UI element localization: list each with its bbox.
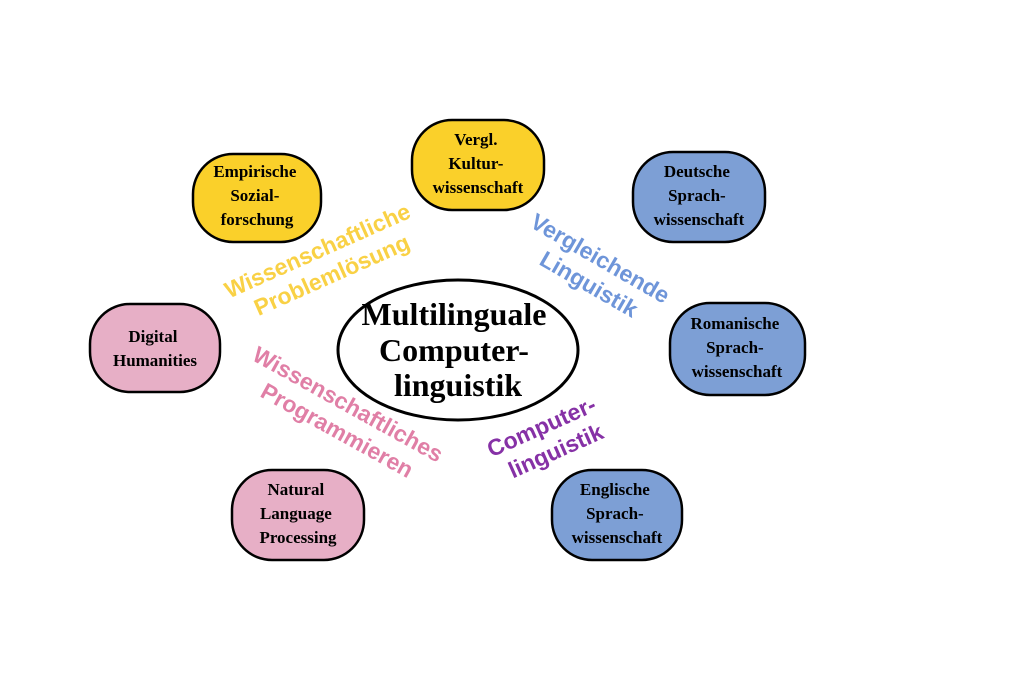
node-line: Kultur- [448, 154, 503, 173]
node-natural-language-processing: Natural Language Processing [230, 468, 366, 562]
node-shape [668, 301, 807, 397]
center-line-1: Multilinguale [362, 296, 547, 332]
node-line: wissenschaft [572, 528, 663, 547]
node-label: Digital Humanities [113, 327, 197, 370]
node-line: wissenschaft [433, 178, 524, 197]
node-line: Deutsche [664, 162, 731, 181]
node-label: Deutsche Sprach- wissenschaft [654, 162, 745, 229]
node-line: wissenschaft [654, 210, 745, 229]
node-line: Natural [268, 480, 325, 499]
node-vergl-kulturwissenschaft: Vergl. Kultur- wissenschaft [410, 118, 546, 212]
node-label: Romanische Sprach- wissenschaft [690, 314, 783, 381]
node-line: Language [260, 504, 332, 523]
node-digital-humanities: Digital Humanities [88, 302, 222, 394]
node-line: Sprach- [706, 338, 764, 357]
node-label: Englische Sprach- wissenschaft [572, 480, 663, 547]
node-line: Sprach- [586, 504, 644, 523]
center-line-2: Computer- [379, 332, 529, 368]
node-line: Humanities [113, 351, 197, 370]
center-line-3: linguistik [394, 367, 522, 403]
node-label: Empirische Sozial- forschung [213, 162, 300, 229]
center-label: Multilinguale Computer- linguistik [362, 296, 555, 403]
node-line: Sozial- [230, 186, 279, 205]
node-shape [550, 468, 684, 562]
node-line: Romanische [690, 314, 779, 333]
node-line: Processing [259, 528, 337, 547]
node-line: Vergl. [454, 130, 497, 149]
node-shape [410, 118, 546, 212]
node-englische-sprachwissenschaft: Englische Sprach- wissenschaft [550, 468, 684, 562]
node-line: Digital [128, 327, 177, 346]
center-ellipse [336, 278, 580, 422]
node-shape [191, 152, 323, 244]
node-label: Vergl. Kultur- wissenschaft [433, 130, 524, 197]
node-line: Englische [580, 480, 650, 499]
node-deutsche-sprachwissenschaft: Deutsche Sprach- wissenschaft [631, 150, 767, 244]
node-line: Sprach- [668, 186, 726, 205]
node-line: forschung [221, 210, 294, 229]
node-line: Empirische [213, 162, 297, 181]
node-romanische-sprachwissenschaft: Romanische Sprach- wissenschaft [668, 301, 807, 397]
center-node: Multilinguale Computer- linguistik [336, 278, 580, 422]
node-label: Natural Language Processing [259, 480, 337, 547]
node-empirische-sozialforschung: Empirische Sozial- forschung [191, 152, 323, 244]
node-shape [88, 302, 222, 394]
node-shape [631, 150, 767, 244]
node-line: wissenschaft [692, 362, 783, 381]
node-shape [230, 468, 366, 562]
